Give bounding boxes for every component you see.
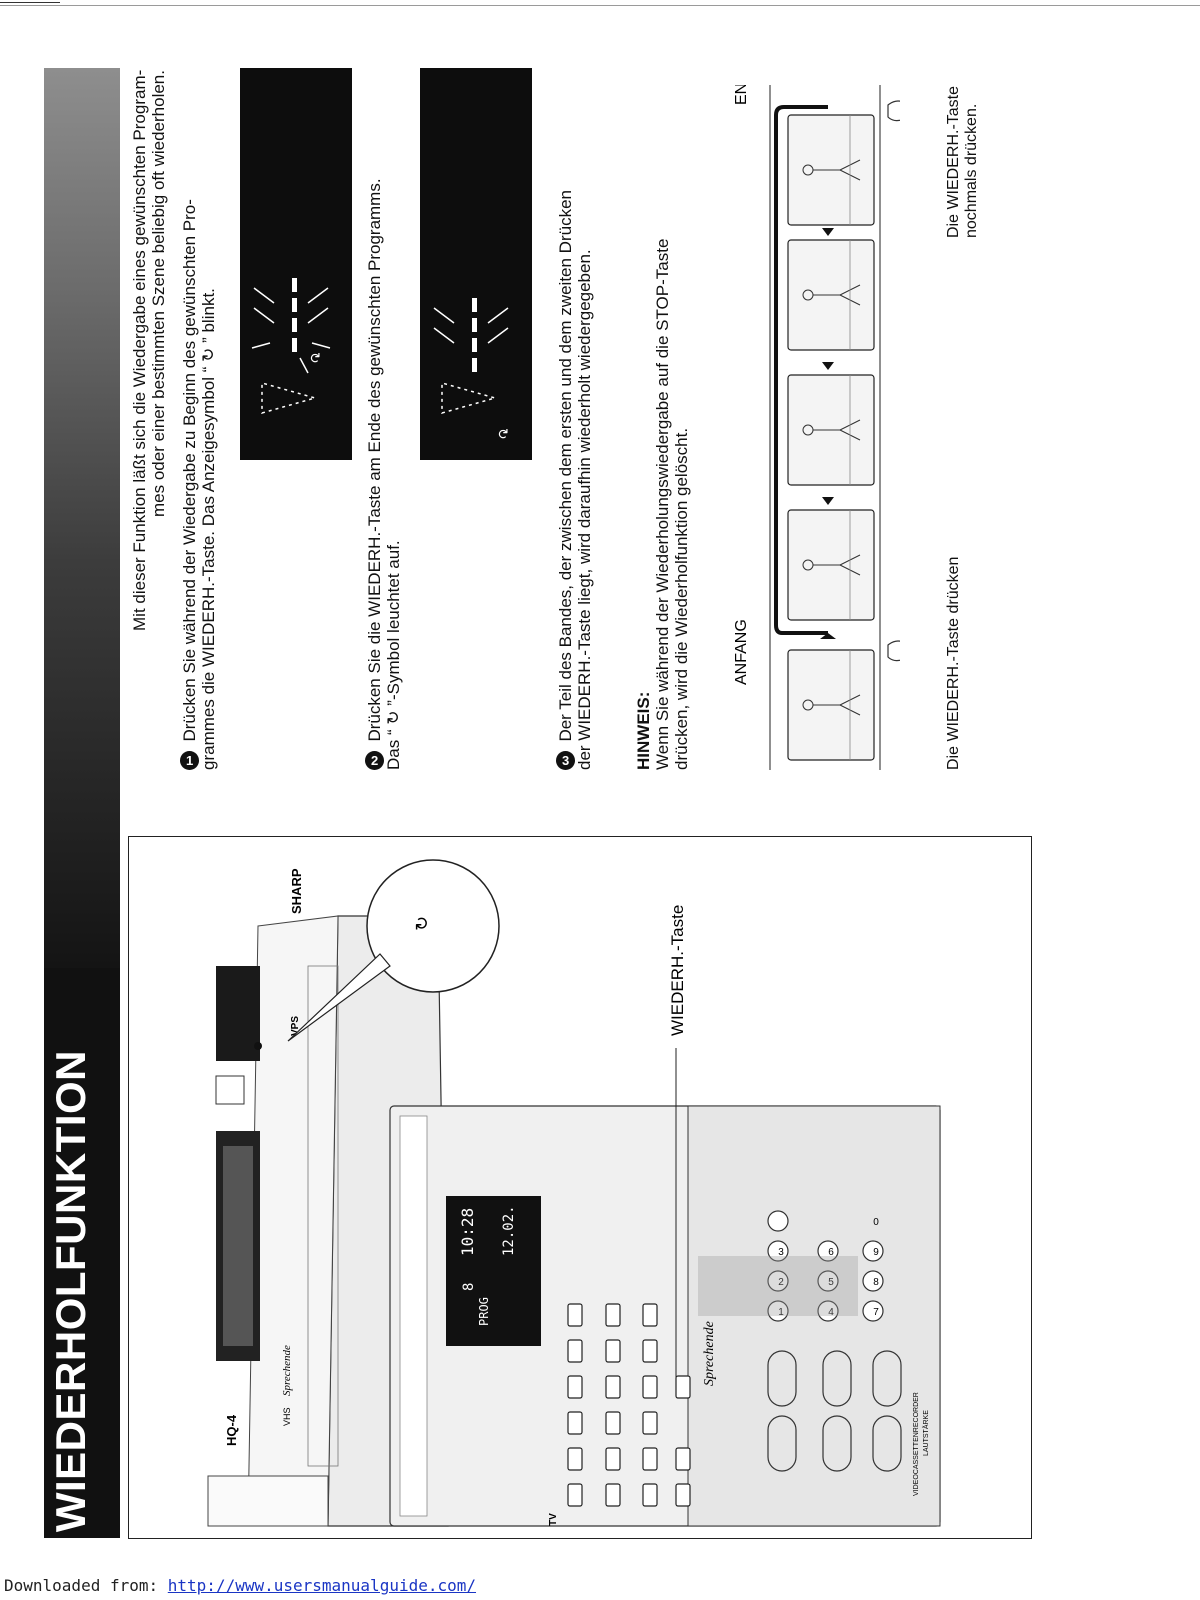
callout-wiederh-taste: WIEDERH.-Taste (668, 905, 687, 1036)
title-bar-gradient (44, 68, 120, 968)
digit-6: 6 (828, 1247, 834, 1258)
caption-press-again: Die WIEDERH.-Taste nochmals drücken. (945, 68, 981, 238)
remote-sprechende: Sprechende (702, 1321, 717, 1386)
digit-8: 8 (873, 1277, 879, 1288)
hinweis-line-1: Wenn Sie während der Wiederholungswieder… (653, 238, 672, 770)
caption-press-first: Die WIEDERH.-Taste drücken (945, 556, 962, 770)
vcr-display-time: 10:28 (236, 863, 249, 896)
page-title: WIEDERHOLFUNKTION (47, 1049, 94, 1532)
intro-line-1: Mit dieser Funktion läßt sich die Wieder… (130, 70, 149, 632)
digit-7: 7 (873, 1307, 879, 1318)
remote-bottom-label-2: LAUTSTÄRKE (922, 1410, 930, 1456)
hinweis-line-2: drücken, wird die Wiederholfunktion gelö… (672, 427, 691, 770)
remote-bottom-label-1: VIDEOCASSETTENRECORDER (913, 1392, 920, 1496)
digit-2: 2 (778, 1277, 784, 1288)
remote-control: PROG 8 10:28 12.02. TV 1 (389, 1105, 941, 1527)
vcr-tape-logo: VHS (282, 1407, 292, 1426)
vcr-remote-illustration: 10:28 SHARP HQ-4 VHS Sprechende VPS ↻ PR… (207, 859, 941, 1527)
repeat-symbol-1: ↻ (306, 352, 322, 364)
vcr-vps: VPS (290, 1016, 301, 1036)
top-rule-left (0, 2, 60, 3)
step-1-line-2: grammes die WIEDERH.-Taste. Das Anzeiges… (199, 288, 218, 770)
zoom-repeat-symbol: ↻ (412, 916, 433, 931)
step-1-number: 1 (180, 751, 199, 770)
vcr-brand: SHARP (289, 868, 304, 914)
step-1-line-1: 1 Drücken Sie während der Wiedergabe zu … (180, 199, 199, 770)
step-3-line-1: 3 Der Teil des Bandes, der zwischen dem … (556, 190, 575, 770)
display-screen-step-1: ↻ (240, 68, 352, 460)
remote-tv-label: TV (548, 1513, 559, 1526)
caption-press-again-line-2: nochmals drücken. (963, 103, 980, 238)
remote-display-prog: 8 (461, 1283, 477, 1291)
digit-0: 0 (873, 1217, 879, 1228)
display-screen-step-2: ↻ (420, 68, 532, 460)
footer: Downloaded from: http://www.usersmanualg… (4, 1576, 476, 1595)
step-2-number: 2 (365, 751, 384, 770)
footer-prefix: Downloaded from: (4, 1576, 168, 1595)
digit-1: 1 (778, 1307, 784, 1318)
hinweis-label: HINWEIS: (634, 691, 653, 770)
digit-5: 5 (828, 1277, 834, 1288)
hinweis-note: HINWEIS: Wenn Sie während der Wiederholu… (634, 70, 691, 770)
vcr-sprechende: Sprechende (281, 1345, 293, 1396)
digit-3: 3 (778, 1247, 784, 1258)
footer-link[interactable]: http://www.usersmanualguide.com/ (167, 1576, 477, 1595)
title-bar: WIEDERHOLFUNKTION (44, 68, 120, 1538)
illustration-frame (128, 836, 1032, 1539)
intro-line-2: mes oder einer bestimmten Szene beliebig… (149, 70, 168, 517)
step-2-line-1: 2 Drücken Sie die WIEDERH.-Taste am Ende… (365, 178, 384, 770)
step-3-line-2: der WIEDERH.-Taste liegt, wird daraufhin… (575, 249, 594, 770)
anfang-label: ANFANG (733, 619, 750, 685)
intro-paragraph: Mit dieser Funktion läßt sich die Wieder… (130, 70, 168, 770)
remote-display-date: 12.02. (501, 1205, 517, 1256)
digit-9: 9 (873, 1247, 879, 1258)
step-3-number: 3 (556, 751, 575, 770)
step-3: 3 Der Teil des Bandes, der zwischen dem … (556, 70, 620, 770)
caption-press-again-line-1: Die WIEDERH.-Taste (945, 85, 962, 238)
zoom-circle (366, 859, 500, 993)
top-rule (0, 5, 1200, 6)
ende-label: ENDE (733, 85, 750, 105)
remote-display-prog-label: PROG (477, 1297, 491, 1326)
vcr-model: HQ-4 (224, 1414, 239, 1446)
repeat-symbol-2: ↻ (494, 428, 510, 440)
repeat-diagram: ANFANG ENDE (733, 85, 900, 770)
digit-4: 4 (828, 1307, 834, 1318)
step-1: 1 Drücken Sie während der Wiedergabe zu … (180, 70, 244, 770)
remote-display-time: 10:28 (458, 1208, 477, 1256)
